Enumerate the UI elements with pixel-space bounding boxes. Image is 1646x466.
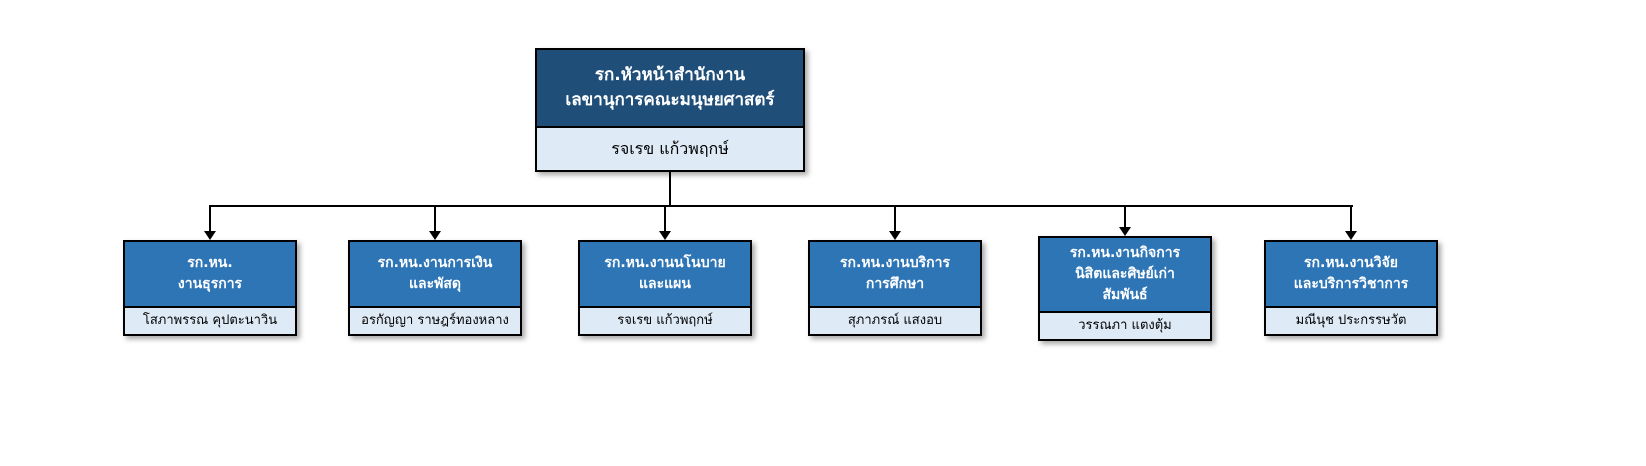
- org-node-root: รก.หัวหน้าสำนักงาน เลขานุการคณะมนุษยศาสต…: [535, 48, 805, 172]
- org-node-title: รก.หน.งานกิจการ นิสิตและศิษย์เก่า สัมพัน…: [1040, 238, 1210, 311]
- org-node-person: รจเรข แก้วพฤกษ์: [537, 126, 803, 170]
- connector-drop: [1124, 205, 1126, 227]
- org-node-title: รก.หน.งานบริการ การศึกษา: [810, 242, 980, 306]
- connector-drop: [1350, 205, 1352, 231]
- org-node-person: สุภาภรณ์ แสงอบ: [810, 306, 980, 334]
- connector-drop: [209, 205, 211, 231]
- org-node-person: มณีนุช ประกรรษวัต: [1266, 306, 1436, 334]
- arrow-down-icon: [889, 231, 901, 240]
- org-node-person: รจเรข แก้วพฤกษ์: [580, 306, 750, 334]
- arrow-down-icon: [1345, 231, 1357, 240]
- connector-root-stub: [669, 172, 671, 207]
- org-node-research-academic-service: รก.หน.งานวิจัย และบริการวิชาการ มณีนุช ป…: [1264, 240, 1438, 336]
- org-node-student-alumni-affairs: รก.หน.งานกิจการ นิสิตและศิษย์เก่า สัมพัน…: [1038, 236, 1212, 341]
- org-node-finance-procurement: รก.หน.งานการเงิน และพัสดุ อรกัญญา ราษฎร์…: [348, 240, 522, 336]
- org-node-title: รก.หน.งานวิจัย และบริการวิชาการ: [1266, 242, 1436, 306]
- arrow-down-icon: [204, 231, 216, 240]
- org-node-person: วรรณภา แตงตุ้ม: [1040, 311, 1210, 339]
- arrow-down-icon: [659, 231, 671, 240]
- org-node-title: รก.หน. งานธุรการ: [125, 242, 295, 306]
- connector-drop: [434, 205, 436, 231]
- org-node-general-admin: รก.หน. งานธุรการ โสภาพรรณ คุปตะนาวิน: [123, 240, 297, 336]
- org-node-title: รก.หัวหน้าสำนักงาน เลขานุการคณะมนุษยศาสต…: [537, 50, 803, 126]
- arrow-down-icon: [1119, 227, 1131, 236]
- org-node-title: รก.หน.งานนโนบาย และแผน: [580, 242, 750, 306]
- org-node-person: อรกัญญา ราษฎร์ทองหลาง: [350, 306, 520, 334]
- connector-drop: [894, 205, 896, 231]
- connector-drop: [664, 205, 666, 231]
- connector-rail: [209, 205, 1353, 207]
- arrow-down-icon: [429, 231, 441, 240]
- org-node-policy-planning: รก.หน.งานนโนบาย และแผน รจเรข แก้วพฤกษ์: [578, 240, 752, 336]
- org-node-person: โสภาพรรณ คุปตะนาวิน: [125, 306, 295, 334]
- org-node-academic-services: รก.หน.งานบริการ การศึกษา สุภาภรณ์ แสงอบ: [808, 240, 982, 336]
- org-node-title: รก.หน.งานการเงิน และพัสดุ: [350, 242, 520, 306]
